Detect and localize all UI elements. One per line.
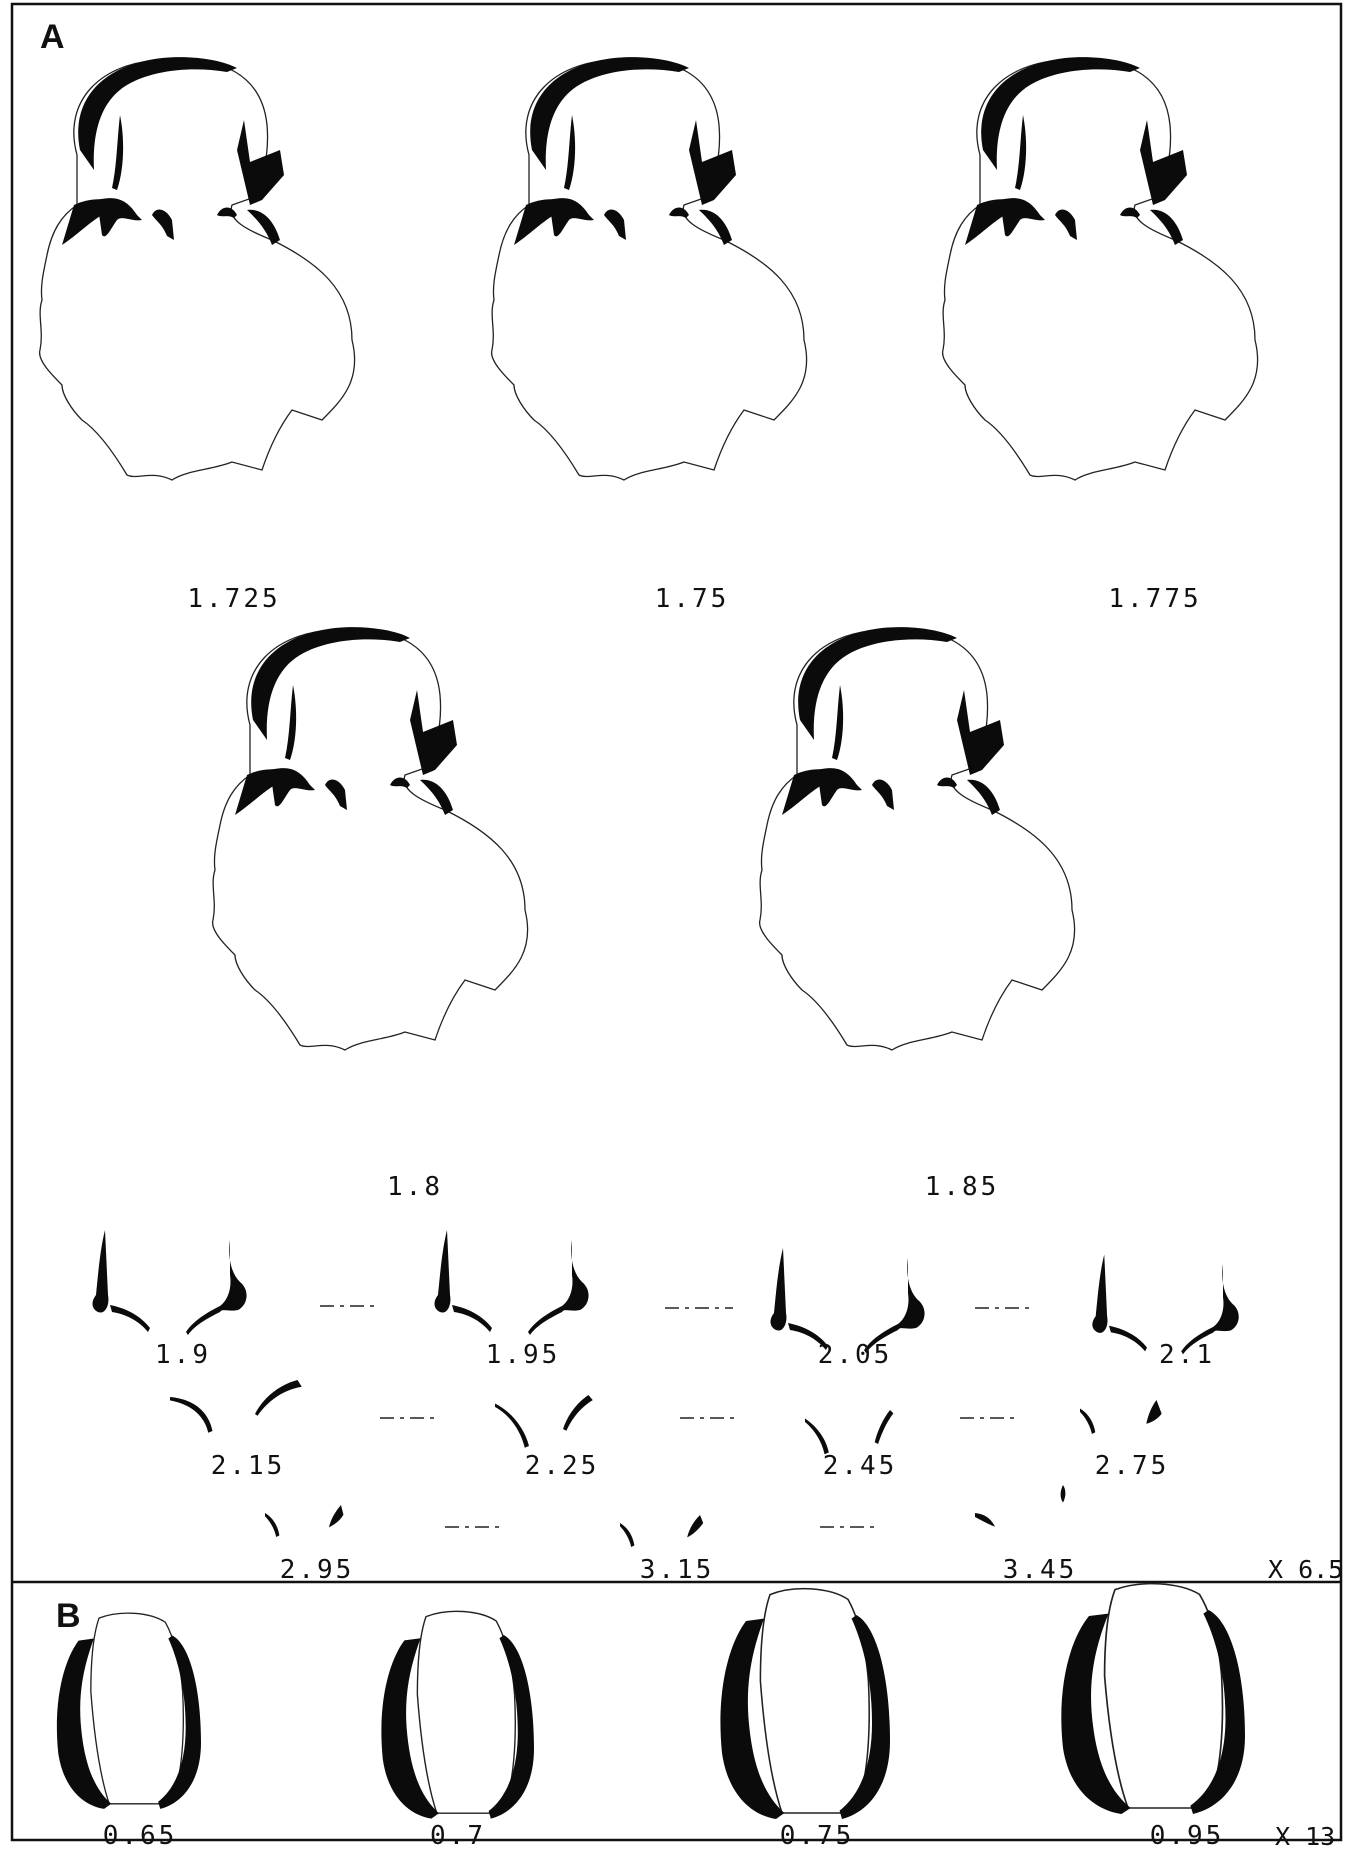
section-label: 2.1 (1159, 1340, 1215, 1370)
b-section-1 (57, 1613, 201, 1809)
section-label: 3.45 (1003, 1555, 1078, 1585)
section-label: 3.15 (640, 1555, 715, 1585)
section-2-25 (495, 1395, 593, 1448)
section-label: 2.95 (280, 1555, 355, 1585)
panel-b-letter: B (56, 1597, 81, 1635)
brain-label-4: 1.8 (387, 1172, 443, 1202)
section-3-45 (975, 1485, 1065, 1527)
panel-b-magnification: X 13 (1275, 1822, 1335, 1851)
brain-label-5: 1.85 (925, 1172, 1000, 1202)
section-label: 2.25 (525, 1451, 600, 1481)
brain-label-1: 1.725 (187, 584, 280, 614)
b-section-4 (1061, 1584, 1245, 1814)
section-2-95 (265, 1505, 343, 1537)
b-section-label: 0.95 (1150, 1821, 1225, 1851)
b-section-2 (381, 1611, 534, 1818)
section-1-95 (435, 1230, 589, 1335)
section-label: 2.05 (818, 1340, 893, 1370)
brain-section-3 (943, 57, 1258, 480)
section-2-15 (170, 1380, 302, 1433)
brain-section-1 (40, 57, 355, 480)
brain-section-4 (213, 627, 528, 1050)
section-2-45 (805, 1410, 893, 1454)
b-section-label: 0.65 (103, 1821, 178, 1851)
section-1-9 (93, 1230, 247, 1335)
brain-label-3: 1.775 (1108, 584, 1201, 614)
section-label: 2.75 (1095, 1451, 1170, 1481)
brain-section-2 (492, 57, 807, 480)
brain-label-2: 1.75 (655, 584, 730, 614)
section-label: 2.15 (211, 1451, 286, 1481)
panel-a-letter: A (40, 18, 65, 56)
section-2-75 (1080, 1400, 1162, 1434)
brain-section-5 (760, 627, 1075, 1050)
section-2-05 (771, 1248, 925, 1353)
b-section-3 (720, 1589, 890, 1819)
section-label: 1.95 (486, 1340, 561, 1370)
section-label: 2.45 (823, 1451, 898, 1481)
b-section-label: 0.7 (430, 1821, 486, 1851)
section-3-15 (620, 1515, 703, 1547)
section-label: 1.9 (155, 1340, 211, 1370)
panel-a-magnification: X 6.5 (1268, 1555, 1343, 1584)
b-section-label: 0.75 (780, 1821, 855, 1851)
